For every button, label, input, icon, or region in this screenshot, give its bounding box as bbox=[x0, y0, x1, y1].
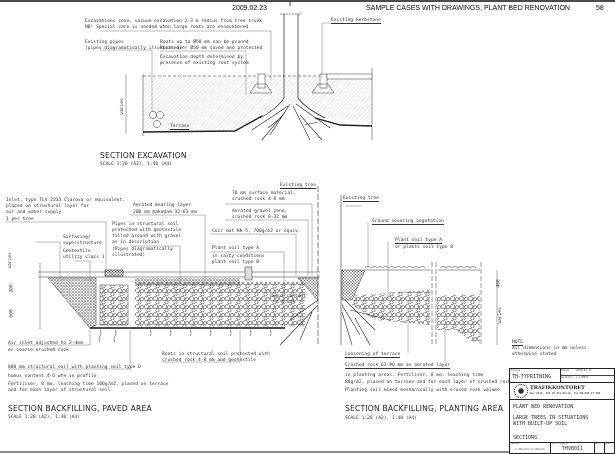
paved-label: superstructure bbox=[63, 241, 102, 246]
date-value: 2009-02-23 bbox=[576, 369, 592, 372]
excavation-label: Excavations zone, vacuum excavation 2-3 … bbox=[85, 19, 263, 24]
note-title: NOTE bbox=[512, 340, 524, 346]
title-block: Status TH-TYPRITNING Datum 2009-02-23 Go… bbox=[509, 368, 615, 454]
organization-name: TRAFIKKONTORET bbox=[530, 385, 585, 391]
planting-label: in planting areas. Fertiliser, 8 mo. lea… bbox=[345, 373, 484, 378]
dimension-label: 200 bbox=[9, 284, 15, 293]
planting-label: 80g/m2, placed on terrace and for each l… bbox=[345, 380, 511, 385]
dimension-label: varies bbox=[119, 98, 125, 115]
drawing-title: PLANT BED RENOVATION bbox=[513, 404, 574, 410]
section-scale: SCALE 1:20 (A2), 1:40 (A4) bbox=[8, 415, 80, 420]
scale-value: 1:20(A2)/1:40(A4) bbox=[515, 447, 546, 451]
city-logo-icon bbox=[514, 384, 528, 398]
planting-label: Loosening of terrace bbox=[345, 352, 401, 358]
paved-label: in salty conditions bbox=[212, 254, 265, 259]
excavation-label: Existing kerbstone bbox=[331, 18, 381, 24]
drawing-number-label: Ritningsnr bbox=[552, 442, 568, 445]
paved-label: Inlet, type TLV 2333 Clarova or equivale… bbox=[6, 198, 125, 203]
paved-label: protected with geotextile bbox=[112, 228, 182, 233]
paved-label: (Pipes diagramatically bbox=[112, 247, 173, 252]
paved-label: placed on structural layer for bbox=[6, 204, 89, 209]
organization-address: Box 8311, 104 20 Stockholm, Tel 08-508 2… bbox=[530, 392, 601, 395]
planting-section-drawing bbox=[340, 195, 498, 363]
paved-label: Surfacing/ bbox=[63, 235, 91, 240]
excavation-label: presence of existing root system bbox=[160, 61, 249, 66]
paved-label: illustrated) bbox=[112, 253, 146, 258]
planting-label: Crushed rock 63-90 mm as aerated layer bbox=[345, 363, 451, 369]
excavation-label: Roots up to Ø50 mm can be pruned bbox=[160, 40, 249, 45]
paved-label: crushed rock 4-8 mm bbox=[232, 197, 285, 202]
drawing-type: SECTIONS bbox=[513, 435, 538, 441]
planting-label: or plants soil type B bbox=[395, 245, 454, 250]
section-scale: SCALE 1:20 (A2), 1:40 (A4) bbox=[100, 162, 172, 167]
paved-label: humus content 4-6 wt% in profile bbox=[8, 374, 97, 379]
paved-label: 70 mm surface material, bbox=[232, 191, 296, 196]
paved-label: Fertiliser, 8 mo. leaching time 100g/m2,… bbox=[8, 382, 169, 387]
paved-label: 1 per tree bbox=[6, 217, 34, 222]
paved-label: Existing tree bbox=[280, 183, 316, 189]
paved-label: utility class 3 bbox=[63, 255, 105, 260]
paved-label: Air inlet adjusted to 2-4mm bbox=[8, 341, 83, 346]
section-title: SECTION BACKFILLING, PLANTING AREA bbox=[345, 404, 504, 413]
status-label: Status bbox=[511, 369, 521, 372]
dimension-label: varies bbox=[7, 252, 13, 269]
excavation-label: Terrace bbox=[170, 124, 190, 130]
paved-label: Geotextile bbox=[63, 249, 91, 254]
planting-label: Plant soil type A bbox=[395, 238, 443, 244]
revision-label: Ändr bbox=[595, 442, 602, 445]
approved-value: G.LYBECK bbox=[576, 376, 589, 379]
header-title: SAMPLE CASES WITH DRAWINGS, PLANT BED RE… bbox=[366, 5, 570, 12]
planting-label: Planting soil mixed mechanically with cr… bbox=[345, 388, 500, 393]
note-text: All dimensions in mm unless bbox=[512, 346, 587, 351]
paved-label: as in description bbox=[112, 240, 160, 245]
paved-label: 4-6 wt% bbox=[276, 300, 296, 305]
excavation-section-drawing bbox=[100, 13, 373, 141]
paved-label: and for each layer of structural soil bbox=[8, 388, 111, 393]
excavation-label: Excavation depth determined by bbox=[160, 55, 243, 60]
dimension-label: 600 bbox=[9, 309, 15, 318]
paved-label: Aerated bearing layer bbox=[133, 203, 192, 208]
scale-label: Skala bbox=[511, 442, 519, 445]
section-title: SECTION BACKFILLING, PAVED AREA bbox=[8, 404, 152, 413]
note-text: otherwise stated bbox=[512, 352, 557, 357]
section-title: SECTION EXCAVATION bbox=[100, 151, 187, 160]
planting-label: Existing tree bbox=[343, 196, 379, 202]
excavation-label: (pipes diagramatically illustrated) bbox=[85, 46, 182, 51]
drawing-subtitle: LARGE TREES IN SITUATIONS bbox=[513, 415, 589, 421]
paved-label: plant soil type B bbox=[212, 260, 260, 265]
paved-label: Plant soil type A bbox=[212, 246, 260, 251]
paved-label: crushed rock 4-8 mm and geotextile bbox=[162, 358, 257, 363]
header-date: 2009.02.23 bbox=[232, 5, 268, 12]
paved-label: or coarse crushed rock bbox=[8, 348, 69, 353]
paved-label: air and water supply bbox=[6, 210, 62, 215]
excavation-label: Roots over Ø50 mm saved and protected bbox=[160, 46, 263, 51]
paved-label: Pipes in structural soil bbox=[112, 222, 179, 227]
paved-label: 600 mm structural soil with planting soi… bbox=[8, 365, 141, 370]
paved-label: Roots in structural soil protected with bbox=[162, 352, 270, 357]
paved-label: Coir mat KK 5, 700g/m2 or equiv. bbox=[212, 229, 301, 234]
paved-label: humus content bbox=[270, 294, 306, 299]
paved-label: Aerated gravel zone, bbox=[232, 209, 288, 214]
paved-label: crushed rock 8-32 mm bbox=[232, 215, 288, 220]
excavation-label: NB! Special care is needed when large ro… bbox=[85, 25, 249, 30]
excavation-label: Existing pipes bbox=[85, 40, 124, 45]
drawing-subtitle: WITH BUILT-UP SOIL bbox=[513, 421, 568, 427]
status-value: TH-TYPRITNING bbox=[512, 374, 552, 380]
paved-label: 200 mm makadam 32-63 mm bbox=[133, 210, 197, 215]
sheet-label: Blad bbox=[605, 442, 612, 445]
date-label: Datum bbox=[561, 369, 569, 372]
approved-label: Godkänt bbox=[561, 376, 572, 379]
section-scale: SCALE 1:20 (A2), 1:40 (A4) bbox=[345, 416, 417, 421]
dimension-label: varies bbox=[497, 307, 503, 324]
drawing-number: THVB011 bbox=[562, 446, 584, 452]
dimension-label: 400 bbox=[496, 279, 502, 288]
paved-section-drawing bbox=[5, 186, 320, 370]
planting-label: Ground covering vegetation bbox=[372, 219, 444, 225]
paved-label: filled around with gravel bbox=[112, 234, 182, 239]
page-number: 58 bbox=[596, 5, 604, 12]
